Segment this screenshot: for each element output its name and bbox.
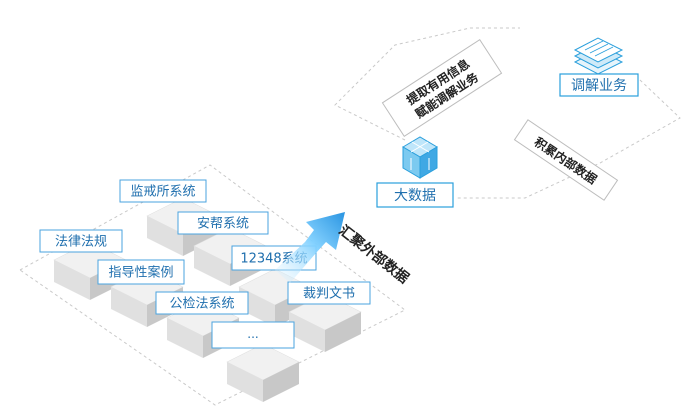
flow-box-accumulate-internal: 积累内部数据 (513, 119, 619, 201)
source-label-text: 公检法系统 (169, 297, 234, 312)
source-label-text: 指导性案例 (108, 266, 173, 281)
source-labels: 监戒所系统 安帮系统 法律法规 12348系统 指导性案例 裁判文书 公检法系统 (39, 179, 371, 349)
source-label-law: 法律法规 (39, 229, 123, 253)
big-data-label: 大数据 (394, 188, 436, 204)
source-label-more: ... (211, 321, 295, 349)
source-label-anbang: 安帮系统 (177, 211, 269, 235)
source-label-text: ... (247, 327, 258, 341)
flow-text-accumulate: 积累内部数据 (532, 134, 600, 187)
stacked-documents-icon (573, 37, 624, 75)
mediation-node: 调解业务 (559, 37, 639, 97)
source-label-text: 法律法规 (55, 235, 107, 250)
source-label-gongjianfa: 公检法系统 (155, 291, 249, 315)
source-label-jianjiesuo: 监戒所系统 (119, 179, 207, 203)
source-label-text: 裁判文书 (303, 286, 355, 302)
source-label-judgments: 裁判文书 (287, 281, 371, 305)
cube-server-icon (402, 136, 438, 179)
loop-connector-right (455, 79, 681, 199)
flow-label-collect-external: 汇聚外部数据 (336, 222, 413, 287)
big-data-node: 大数据 (376, 136, 454, 208)
flow-box-extract-info: 提取有用信息 赋能调解业务 (381, 38, 503, 138)
source-label-guiding-cases: 指导性案例 (97, 259, 185, 285)
source-label-text: 监戒所系统 (130, 185, 195, 200)
loop-connector-left (334, 27, 520, 141)
mediation-label: 调解业务 (571, 78, 627, 94)
source-label-text: 安帮系统 (197, 217, 249, 232)
glowing-arrow-icon (275, 212, 345, 283)
